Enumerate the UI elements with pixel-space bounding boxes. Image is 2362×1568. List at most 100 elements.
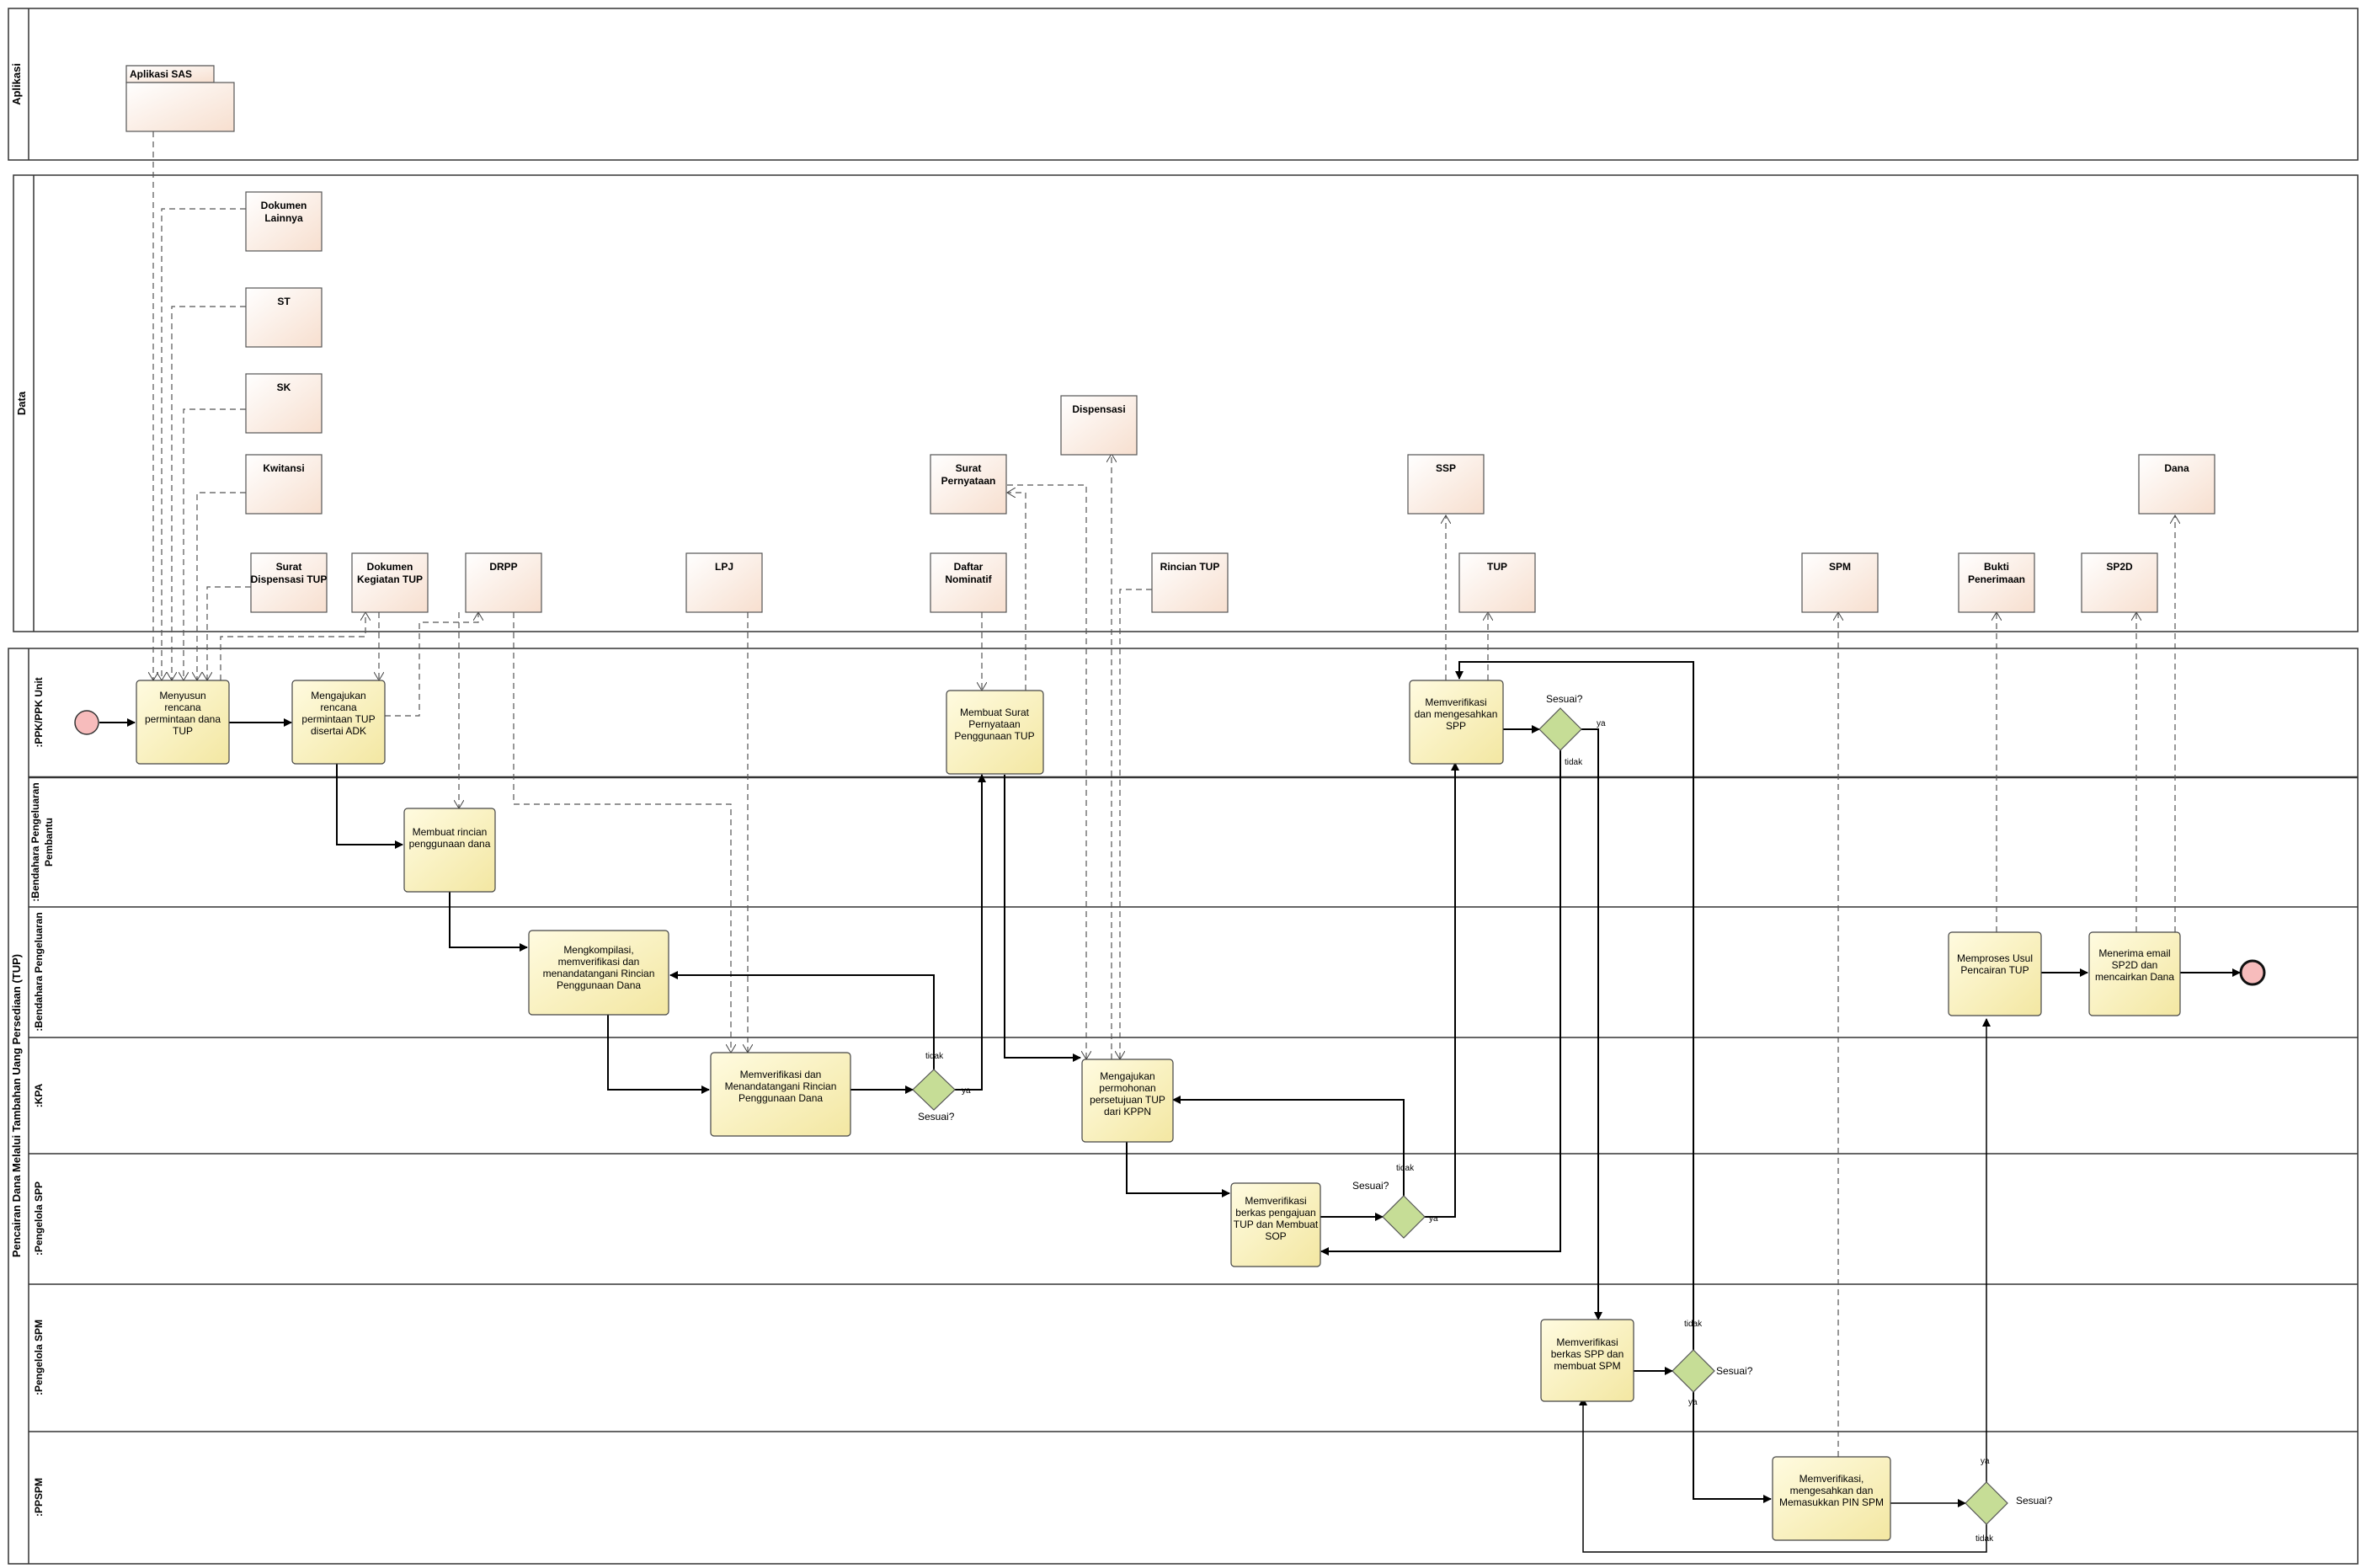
data-object-dana[interactable] <box>2138 454 2215 515</box>
task-memverifikasi-pin-spm[interactable] <box>1772 1456 1891 1541</box>
gateway-ppspm-label: Sesuai? <box>2016 1495 2053 1507</box>
ppspm-flows <box>1579 1018 1991 1553</box>
gateway-spp[interactable] <box>1382 1195 1426 1239</box>
data-object-labels: Dokumen Lainnya ST SK Kwitansi Surat Dis… <box>251 200 2189 585</box>
label-dokumen-lainnya-1: Dokumen <box>261 200 307 211</box>
data-object-dokumen-lainnya[interactable] <box>245 191 323 252</box>
label-surat-dispensasi-2: Dispensasi TUP <box>251 573 328 585</box>
task-menerima-email-sp2d[interactable] <box>2088 931 2181 1016</box>
task-memverifikasi-berkas-spp[interactable] <box>1540 1319 1634 1402</box>
pool-process-label: Pencairan Dana Melalui Tambahan Uang Per… <box>10 954 23 1257</box>
task-mengajukan-permohonan[interactable] <box>1081 1059 1174 1143</box>
gateway-kpa-label: Sesuai? <box>918 1111 955 1123</box>
task-memverifikasi-berkas-tup[interactable] <box>1230 1182 1321 1267</box>
task-memproses-usul[interactable] <box>1948 931 2042 1016</box>
gateways <box>912 707 2008 1525</box>
label-st: ST <box>277 296 291 307</box>
lane-bpp-label-1: :Bendahara Pengeluaran <box>29 782 41 901</box>
data-object-tup[interactable] <box>1458 552 1536 613</box>
data-object-surat-dispensasi[interactable] <box>250 552 328 613</box>
task-mengkompilasi[interactable] <box>528 930 669 1016</box>
task-membuat-rincian[interactable] <box>403 808 496 893</box>
pool-data-label: Data <box>15 391 28 415</box>
tasks <box>136 680 2181 1541</box>
label-bukti-penerimaan-1: Bukti <box>1984 561 2009 573</box>
label-lpj: LPJ <box>715 561 733 573</box>
gateway-spp-label: Sesuai? <box>1352 1180 1389 1192</box>
end-event[interactable] <box>2239 959 2266 986</box>
data-object-spm[interactable] <box>1801 552 1879 613</box>
gateway-ppk-label: Sesuai? <box>1546 693 1583 705</box>
data-object-st[interactable] <box>245 287 323 348</box>
task-mengajukan-rencana[interactable] <box>291 680 386 765</box>
label-daftar-nominatif-2: Nominatif <box>945 573 992 585</box>
data-object-sp2d[interactable] <box>2081 552 2158 613</box>
pool-aplikasi-label: Aplikasi <box>10 63 23 105</box>
label-dokumen-kegiatan-1: Dokumen <box>367 561 413 573</box>
data-object-kwitansi[interactable] <box>245 454 323 515</box>
app-aplikasi-sas[interactable]: Aplikasi SAS <box>125 65 235 132</box>
data-object-dispensasi[interactable] <box>1060 395 1138 456</box>
task-memverifikasi-kpa[interactable] <box>710 1052 851 1137</box>
lane-spm-label: :Pengelola SPM <box>33 1320 45 1395</box>
label-rincian-tup: Rincian TUP <box>1160 561 1220 573</box>
data-object-surat-pernyataan[interactable] <box>930 454 1007 515</box>
data-object-sk[interactable] <box>245 373 323 434</box>
ppk-ya: ya <box>1597 719 1606 728</box>
data-object-dokumen-kegiatan[interactable] <box>351 552 429 613</box>
spp-tidak: tidak <box>1396 1164 1415 1173</box>
data-object-drpp[interactable] <box>465 552 542 613</box>
flow-condition-labels: tidak ya tidak ya ya tidak tidak ya ya t… <box>925 719 1994 1544</box>
gateway-spm-label: Sesuai? <box>1716 1365 1753 1377</box>
kpa-tidak: tidak <box>925 1052 944 1061</box>
pool-process: Pencairan Dana Melalui Tambahan Uang Per… <box>8 648 2359 1565</box>
gateway-ppk[interactable] <box>1538 707 1582 751</box>
lane-kpa-label: :KPA <box>33 1083 45 1107</box>
task-memverifikasi-spp[interactable] <box>1409 680 1504 765</box>
gateway-labels: Sesuai? Sesuai? Sesuai? Sesuai? Sesuai? <box>918 693 2053 1507</box>
spm-tidak: tidak <box>1684 1320 1703 1329</box>
gateway-ppspm[interactable] <box>1965 1481 2008 1525</box>
data-object-rincian-tup[interactable] <box>1151 552 1229 613</box>
data-object-daftar-nominatif[interactable] <box>930 552 1007 613</box>
label-spm: SPM <box>1829 561 1851 573</box>
spp-ya: ya <box>1429 1214 1438 1224</box>
data-object-bukti-penerimaan[interactable] <box>1958 552 2035 613</box>
data-object-lpj[interactable] <box>685 552 763 613</box>
label-bukti-penerimaan-2: Penerimaan <box>1968 573 2025 585</box>
data-objects <box>245 191 2215 613</box>
label-surat-dispensasi-1: Surat <box>276 561 302 573</box>
task-menyusun-rencana[interactable] <box>136 680 230 765</box>
lane-ppk-label: :PPK/PPK Unit <box>33 677 45 747</box>
label-dokumen-lainnya-2: Lainnya <box>264 212 303 224</box>
start-event[interactable] <box>74 710 99 735</box>
data-associations <box>153 131 2175 1457</box>
ppspm-ya: ya <box>1981 1457 1990 1466</box>
gateway-kpa[interactable] <box>912 1069 956 1111</box>
data-object-ssp[interactable] <box>1407 454 1485 515</box>
label-sk: SK <box>277 381 291 393</box>
lane-dividers <box>29 776 2358 1432</box>
pool-data: Data <box>13 174 2359 632</box>
lane-bpp-label-2: Pembantu <box>43 818 55 867</box>
app-aplikasi-sas-label: Aplikasi SAS <box>130 68 192 80</box>
gateway-spm[interactable] <box>1672 1349 1715 1393</box>
task-membuat-surat-pernyataan[interactable] <box>946 690 1044 775</box>
label-ssp: SSP <box>1436 462 1456 474</box>
label-dokumen-kegiatan-2: Kegiatan TUP <box>357 573 423 585</box>
label-sp2d: SP2D <box>2106 561 2133 573</box>
label-surat-pernyataan-2: Pernyataan <box>941 475 996 487</box>
